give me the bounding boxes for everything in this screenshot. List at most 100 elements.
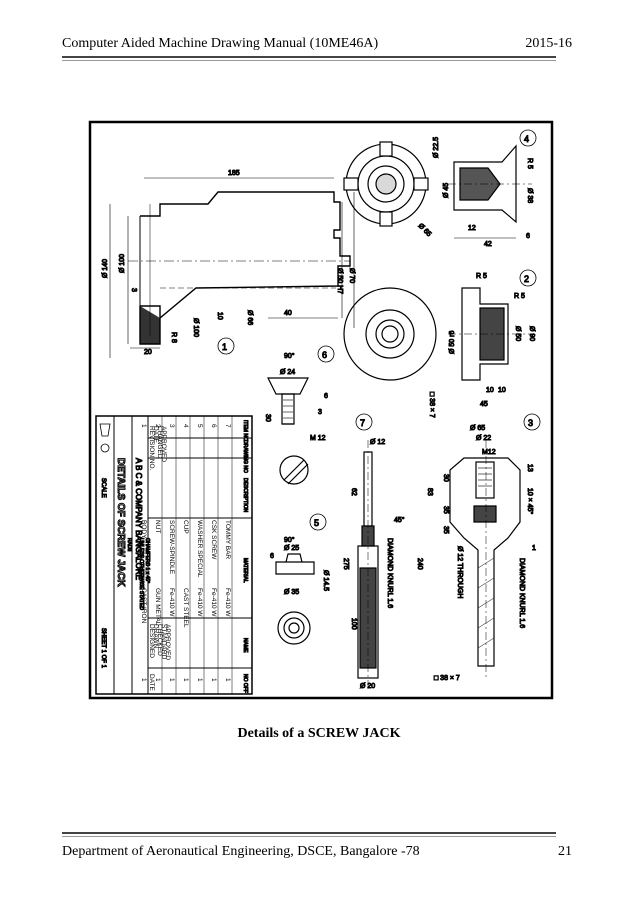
tb-row-material: Fe-410 W [168,588,175,617]
tb-row-no: 4 [182,424,189,428]
nut-sq-dim: □ 38 × 7 [428,392,435,418]
tb-row-name: TOMMY BAR [224,520,231,559]
tb-title: DETAILS OF SCREW JACK [115,458,126,587]
tb-drawn: DRAWN [152,624,159,649]
tb-row-no: 1 [140,424,147,428]
tb-date: DATE [152,426,159,444]
tb-unless-note: UNLESS OTHERWISE STATED [138,538,144,610]
body-t10-dim: 10 [216,312,223,320]
cup-t42-dim: 42 [484,241,492,248]
nut-r5a-dim: R 5 [476,273,487,280]
header-year: 2015-16 [525,36,572,51]
tommy-d20-dim: Ø 20 [360,683,375,690]
tb-col-qty: NO OFF [242,674,248,693]
tb-radii: RADII [126,538,132,551]
tb-row-qty: 1 [154,678,161,682]
spindle-d22-dim: Ø 22 [476,435,491,442]
spindle-t83-dim: 83 [426,488,433,496]
tb-row-qty: 1 [210,678,217,682]
part-1-label-circle [217,337,235,355]
tb-row-name: NUT [154,520,161,533]
spindle-t35a-dim: 35 [442,506,449,514]
tommy-knurl-note: DIAMOND KNURL 1.6 [386,538,393,608]
spindle-t13-dim: 13 [526,464,533,472]
tb-row-name: BODY [140,520,147,539]
tb-row-no: 3 [168,424,175,428]
body-d140-dim: Ø 140 [102,259,109,278]
tb-approved: APPROVED [160,426,167,462]
part-7-label: 7 [360,418,365,428]
screw-jack-drawing: 185 Ø 100 Ø 140 Ø 50 H7 Ø 70 Ø 66 Ø 100 … [88,120,554,700]
tb-row-qty: 1 [224,678,231,682]
tb-date-label: DATE [148,674,155,692]
tb-row-qty: 1 [168,678,175,682]
washer-d25-dim: Ø 25 [284,545,299,552]
tb-scale: SCALE [100,478,106,498]
tommy-t62-dim: 62 [350,488,357,496]
spindle-sq-dim: □ 38 × 7 [434,675,460,682]
tb-approved-2: APPROVED [164,624,171,660]
tommy-t100-dim: 100 [350,618,357,630]
part-5-label-circle [309,513,327,531]
nut-d50r6-dim: Ø 50 r6 [449,331,456,354]
tb-row-qty: 1 [140,678,147,682]
tb-row-material: Fe-410 W [196,588,203,617]
tb-row-material: CAST IRON [140,588,147,624]
tb-col-item: ITEM NO [242,420,248,441]
screw6-t30-dim: 30 [264,414,271,422]
part-2-label: 2 [524,274,529,284]
screw6-t6-dim: 6 [324,393,328,400]
part-6-label-circle [317,345,335,363]
washer-part [275,455,315,645]
header-rule-thin [62,60,556,61]
nut-part [343,287,532,381]
screw6-angle-dim: 90° [284,352,295,360]
cup-d38-dim: Ø 38 [526,188,533,203]
body-part [128,191,351,345]
tb-row-qty: 1 [196,678,203,682]
tb-row-no: 7 [224,424,231,428]
tb-row-no: 5 [196,424,203,428]
cup-d65-dim: Ø 65 [417,222,433,238]
tb-col-name: NAME [242,638,248,653]
screw6-d24-dim: Ø 24 [280,369,295,376]
tb-revision: REVISION NO. [148,426,155,471]
tb-sheet: SHEET 1 OF 1 [100,628,106,669]
tb-col-drawing: DRAWING NO [242,440,248,473]
washer-d35-dim: Ø 35 [284,589,299,596]
drawing-frame [88,120,554,700]
cup-r5-dim: R 5 [526,158,533,169]
tb-row-name: SCREW-SPINDLE [168,520,175,575]
tb-col-desc: DESCRIPTION [242,478,248,513]
tb-row-name: WASHER SPECIAL [196,520,203,578]
washer-t6-dim: 6 [270,553,274,560]
title-block [95,415,253,695]
tommy-bar-part [357,440,379,690]
nut-d50-dim: Ø 50 [514,326,521,341]
tb-row-no: 2 [154,424,161,428]
part-3-label-circle [523,413,541,431]
body-d100b-dim: Ø 100 [192,318,199,337]
part-5-label: 5 [314,518,319,528]
body-d66-dim: Ø 66 [246,310,253,325]
spindle-knurl-note: DIAMOND KNURL 1.6 [518,558,525,628]
tb-chamfers: CHAMFERS 1 x 45° [144,538,150,583]
spindle-through-note: Ø 12 THROUGH [456,546,463,598]
tb-company: A B C & COMPANY BANGALORE [134,458,143,580]
part-3-label: 3 [528,418,533,428]
body-t20-dim: 20 [144,349,152,356]
spindle-t240-dim: 240 [416,558,423,570]
tb-row-no: 6 [210,424,217,428]
tb-row-material: Fe-410 W [210,588,217,617]
screw6-t3-dim: 3 [318,409,322,416]
washer-angle-dim: 90° [284,536,295,544]
body-r8-dim: R 8 [170,332,177,343]
footer-rule [62,832,556,834]
cup-part [343,141,532,227]
body-d50-dim: Ø 50 H7 [336,268,343,294]
body-t40-dim: 40 [284,310,292,317]
nut-t10b-dim: 10 [498,387,506,394]
figure-caption: Details of a SCREW JACK [237,726,401,741]
spindle-t30-dim: 30 [442,474,449,482]
